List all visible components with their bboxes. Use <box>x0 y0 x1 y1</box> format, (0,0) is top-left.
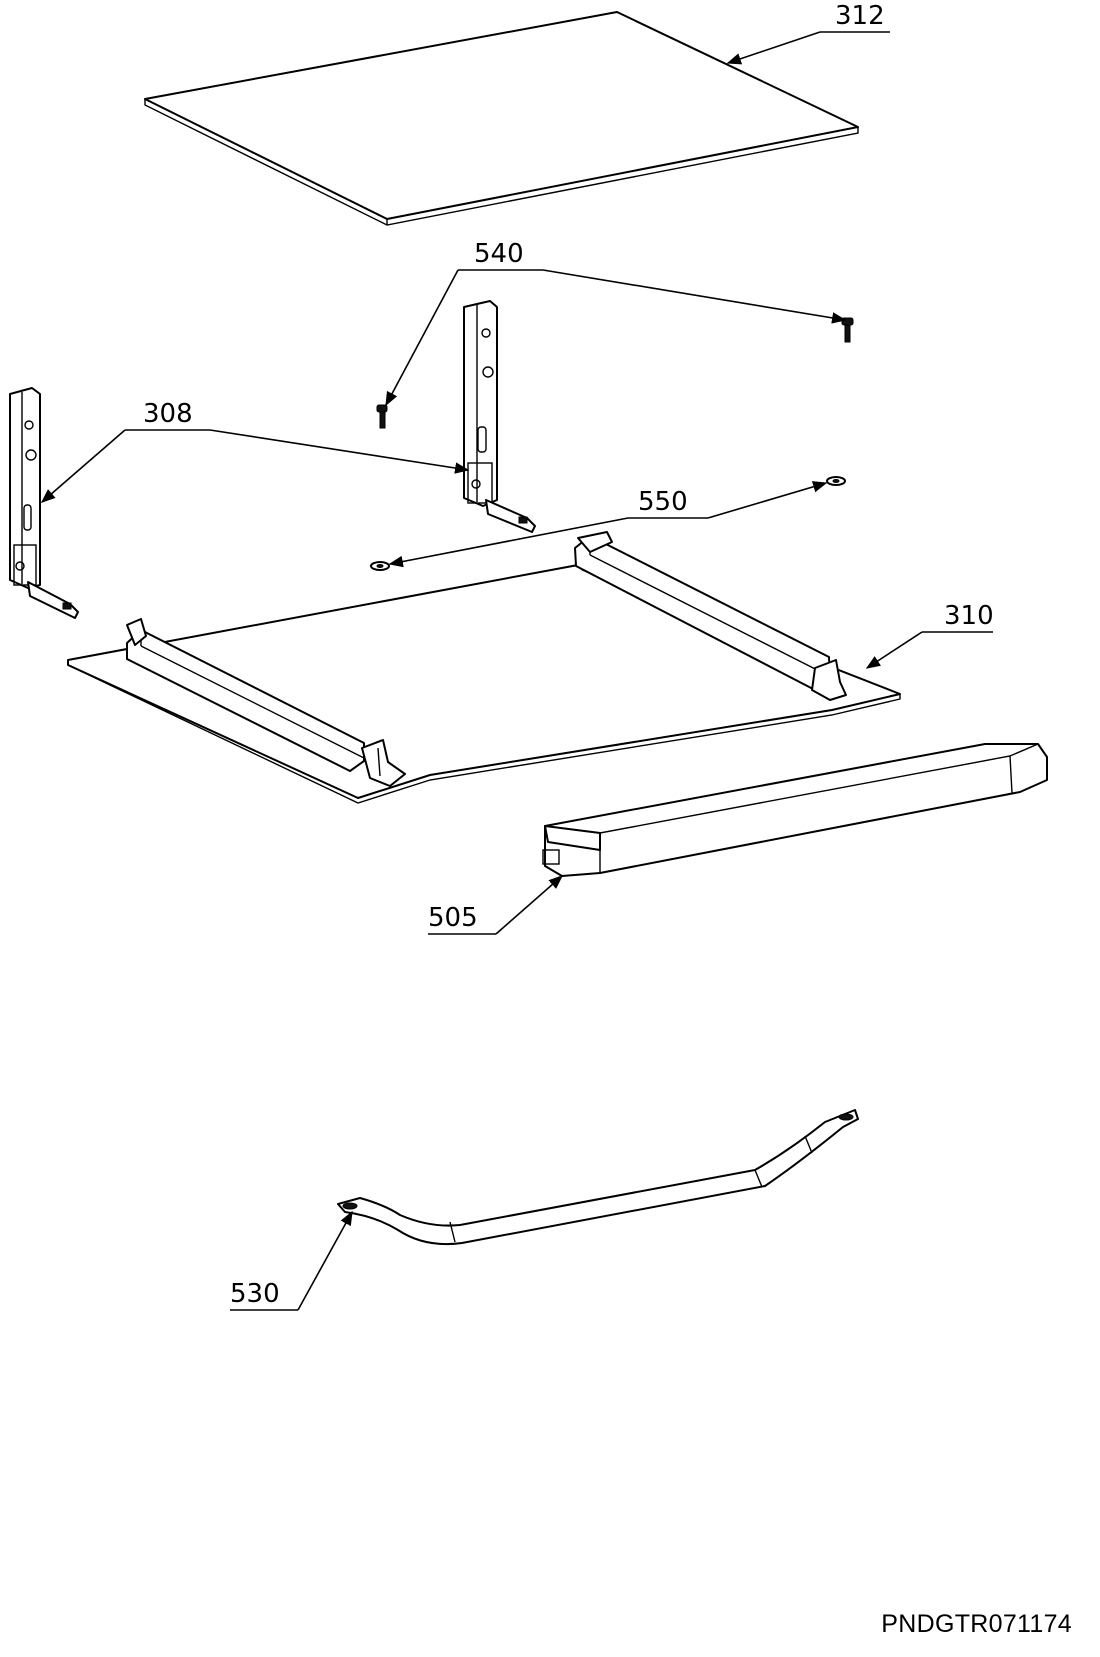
callout-label-550: 550 <box>638 487 688 517</box>
screw-540-right <box>841 317 854 343</box>
drawing-code: PNDGTR071174 <box>881 1610 1072 1638</box>
handle-505 <box>542 743 1048 877</box>
callout-505: 505 <box>428 875 564 935</box>
callout-label-530: 530 <box>230 1279 280 1309</box>
callout-550: 550 <box>388 481 828 568</box>
screw-540-left <box>376 404 388 429</box>
callout-label-310: 310 <box>944 601 994 631</box>
hinge-308-right <box>463 300 536 533</box>
callout-310: 310 <box>865 601 994 669</box>
callout-540: 540 <box>385 239 847 407</box>
callout-308: 308 <box>40 399 470 503</box>
handle-530 <box>337 1109 859 1246</box>
washer-550-right <box>826 476 846 486</box>
rail-310-right <box>574 531 847 701</box>
callout-label-540: 540 <box>474 239 524 269</box>
callout-label-308: 308 <box>143 399 193 429</box>
callout-label-505: 505 <box>428 903 478 933</box>
callout-530: 530 <box>230 1210 353 1311</box>
rail-310-left <box>126 618 406 787</box>
callout-312: 312 <box>726 1 890 65</box>
washer-550-left <box>370 561 390 571</box>
glass-panel-312 <box>144 11 859 226</box>
hinge-308-left <box>9 387 79 619</box>
callout-label-312: 312 <box>835 1 885 31</box>
